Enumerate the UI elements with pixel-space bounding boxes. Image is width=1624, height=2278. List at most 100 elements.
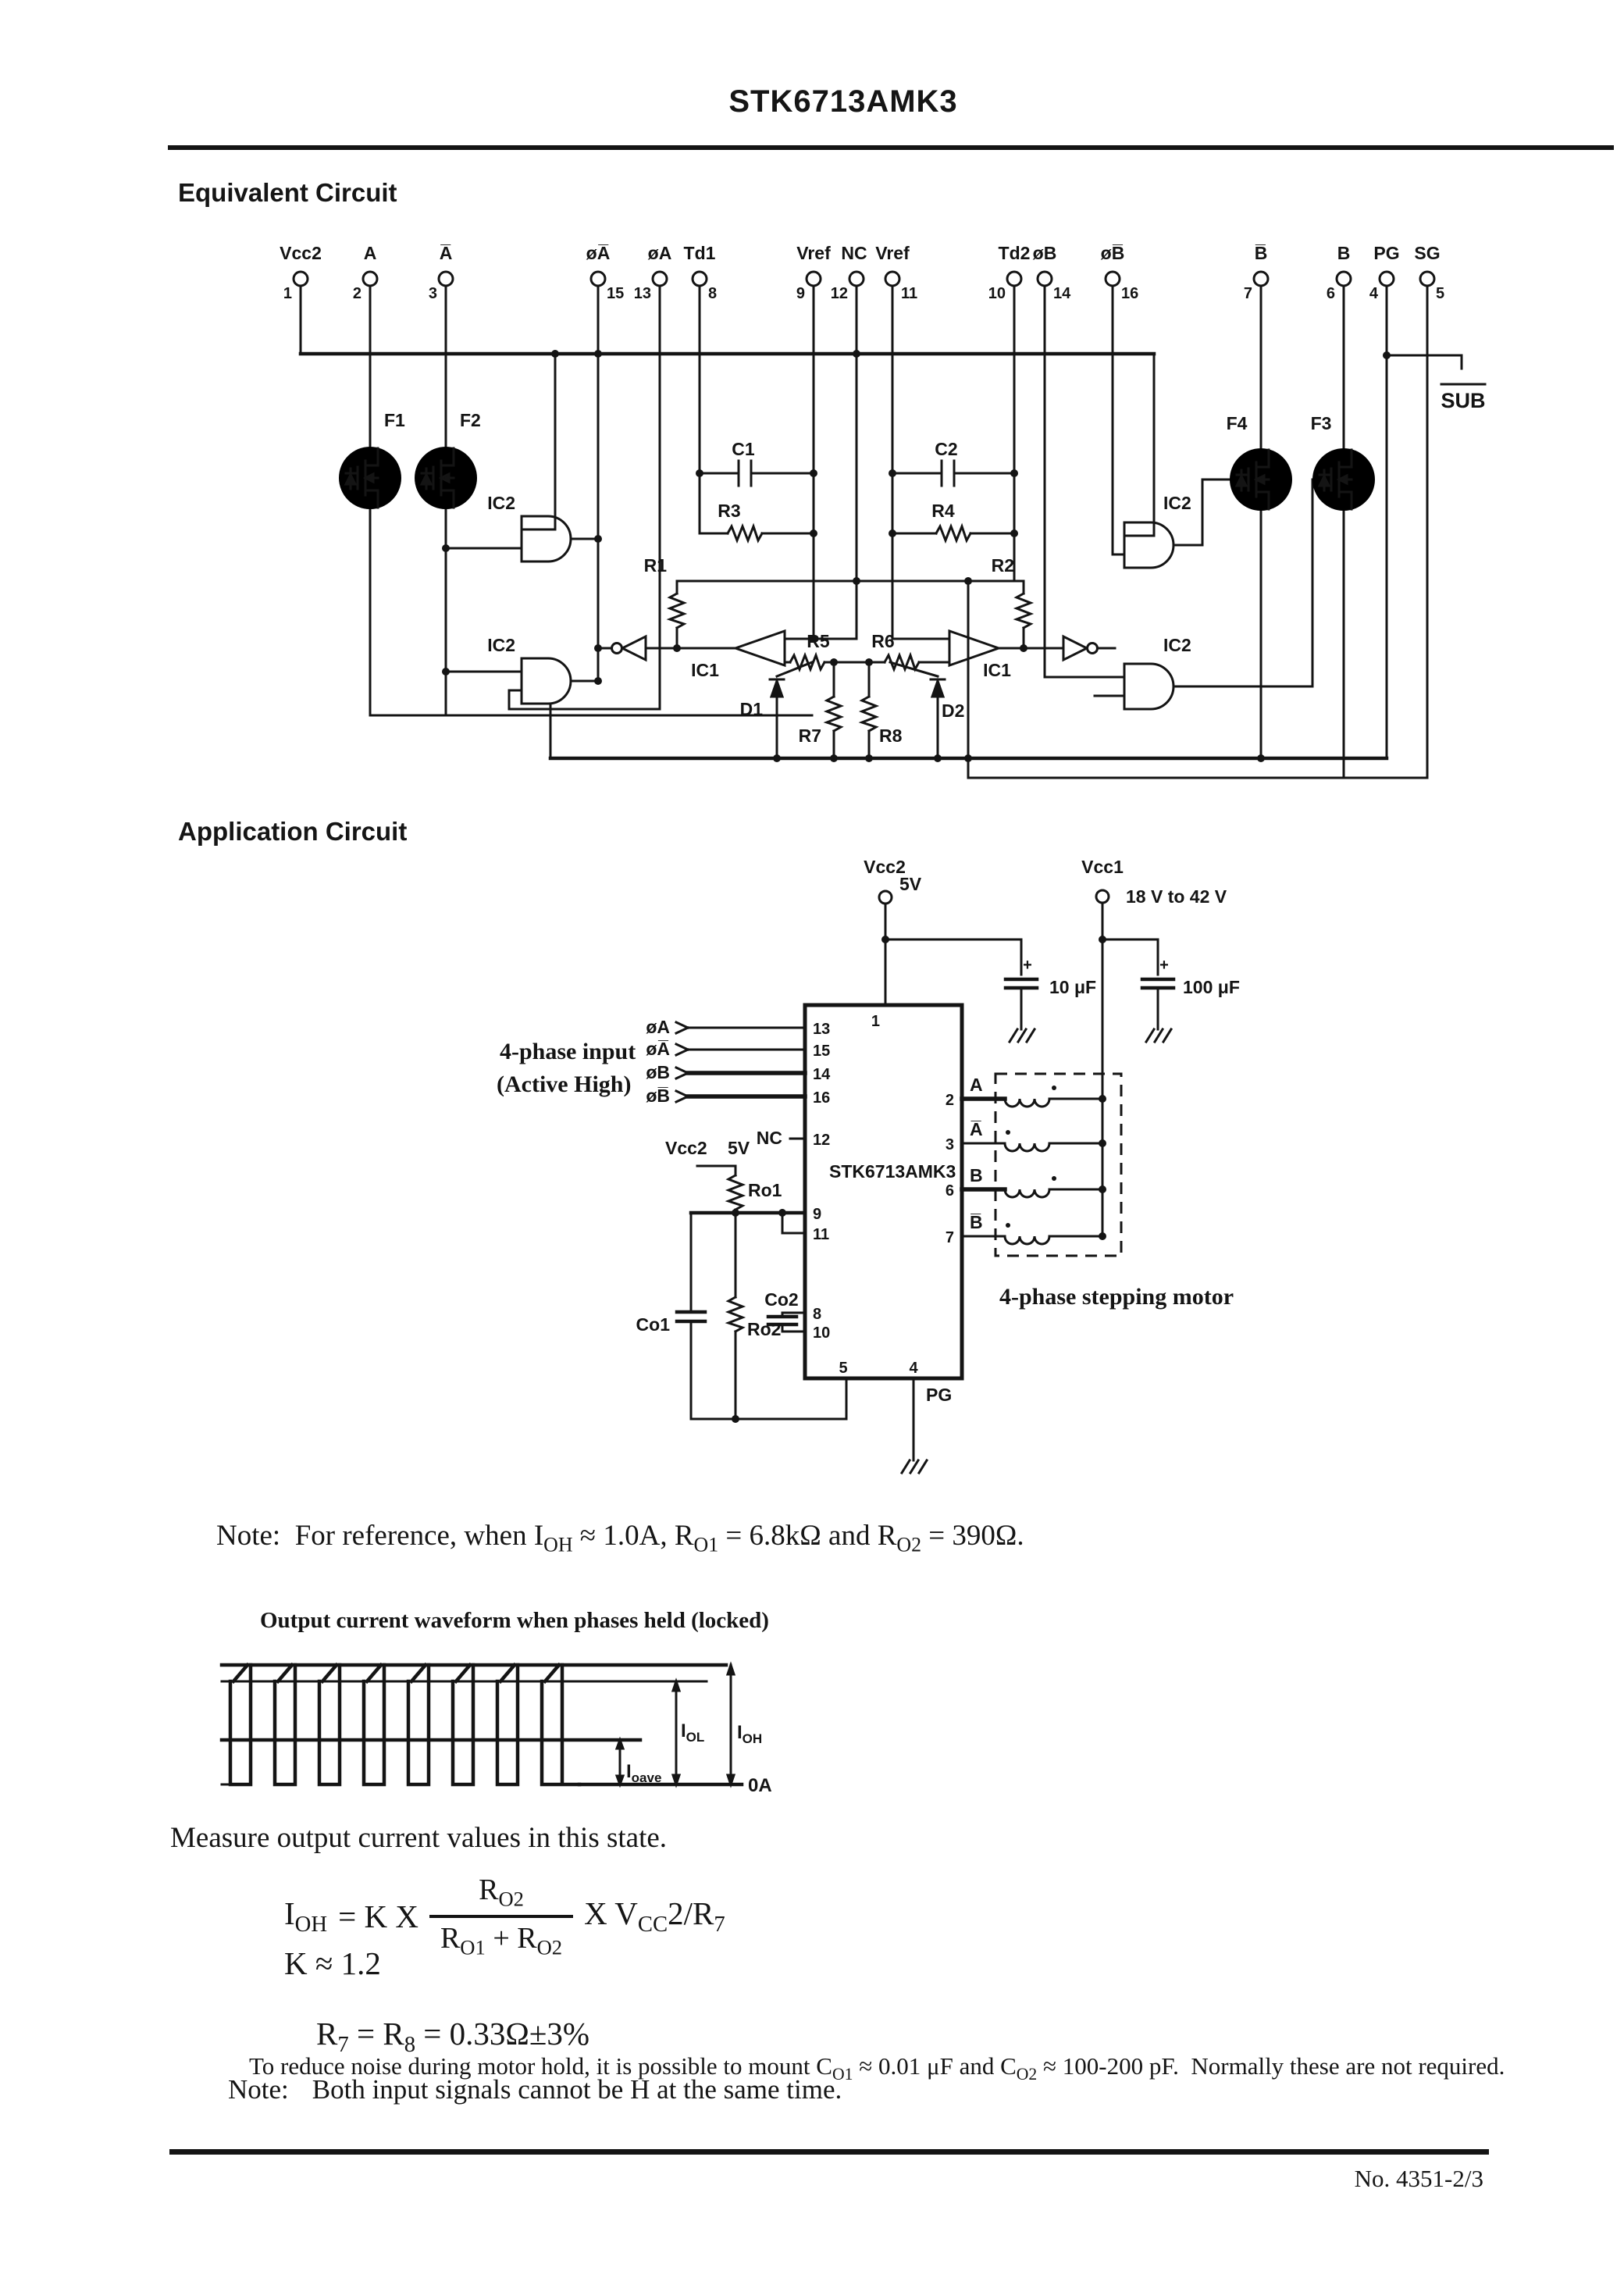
- ic2-ul-label: IC2: [487, 493, 515, 513]
- note-both-inputs: Note:Both input signals cannot be H at t…: [228, 2074, 842, 2105]
- app-vcc2-supply: Vcc2 5V + 10 μF: [864, 857, 1096, 1043]
- svg-text:2: 2: [946, 1092, 954, 1109]
- svg-text:B̅: B̅: [1255, 243, 1268, 263]
- svg-text:8: 8: [708, 285, 717, 302]
- svg-text:NC: NC: [757, 1128, 782, 1148]
- svg-text:øA̅: øA̅: [586, 243, 611, 263]
- svg-text:A̅: A̅: [970, 1119, 983, 1139]
- ic1-right-label: IC1: [983, 660, 1011, 680]
- vcc1-label: Vcc1: [1081, 857, 1124, 877]
- footer-rule: [169, 2149, 1489, 2155]
- eq-pin-b: B6: [1327, 243, 1352, 779]
- input-row-phi-bbar: øB̅16: [646, 1086, 830, 1107]
- output-row-a: 2A: [946, 1075, 1106, 1109]
- svg-text:NC: NC: [841, 243, 867, 263]
- svg-text:12: 12: [813, 1132, 830, 1149]
- r3-label: R3: [718, 501, 740, 521]
- eq-pin-phi-abar: øA̅ 15: [586, 243, 624, 683]
- comparator-right-icon: [948, 629, 1003, 668]
- svg-text:A̅: A̅: [440, 243, 453, 263]
- svg-text:øA: øA: [646, 1017, 670, 1037]
- svg-text:15: 15: [813, 1043, 830, 1060]
- section-heading-equivalent: Equivalent Circuit: [178, 178, 397, 207]
- iol-label: IOL: [681, 1720, 704, 1745]
- svg-text:7: 7: [946, 1229, 954, 1246]
- ic-pin1: 1: [871, 1013, 880, 1030]
- svg-text:PG: PG: [1373, 243, 1399, 263]
- c2-label: C2: [935, 439, 957, 459]
- svg-text:SG: SG: [1414, 243, 1440, 263]
- eq-pin-pg: PG 4: [1369, 243, 1400, 760]
- f1-label: F1: [384, 410, 405, 430]
- svg-text:3: 3: [429, 285, 437, 302]
- eq-pin-td1: Td1 8: [684, 243, 717, 535]
- diode-d1-icon: [769, 677, 785, 698]
- page-number: No. 4351-2/3: [1354, 2165, 1483, 2192]
- svg-text:15: 15: [607, 285, 624, 302]
- pin11: 11: [813, 1226, 829, 1243]
- motor-box: [994, 1072, 1123, 1257]
- ic-name: STK6713AMK3: [829, 1161, 956, 1182]
- svg-text:13: 13: [813, 1021, 830, 1038]
- svg-text:14: 14: [813, 1066, 831, 1083]
- svg-text:3: 3: [946, 1136, 954, 1153]
- vcc2-voltage: 5V: [899, 874, 922, 894]
- svg-text:14: 14: [1053, 285, 1071, 302]
- svg-text:4: 4: [1369, 285, 1379, 302]
- r2-label: R2: [992, 555, 1014, 576]
- output-row-b: 6B: [946, 1165, 1106, 1200]
- noise-note: To reduce noise during motor hold, it is…: [249, 2052, 1505, 2084]
- svg-text:øB: øB: [1033, 243, 1057, 263]
- motor-label: 4-phase stepping motor: [999, 1284, 1234, 1310]
- vcc2-label: Vcc2: [864, 857, 906, 877]
- r6-label: R6: [871, 631, 894, 651]
- cap1-value: 10 μF: [1049, 977, 1096, 997]
- svg-text:16: 16: [1121, 285, 1138, 302]
- svg-text:2: 2: [353, 285, 361, 302]
- nc-row: NC 12: [757, 1128, 830, 1149]
- sub-label: SUB: [1441, 389, 1485, 412]
- eq-pin-phi-bbar: øB̅ 16: [1101, 243, 1138, 556]
- input-row-phi-abar: øA̅ 15: [646, 1039, 830, 1060]
- d2-label: D2: [942, 701, 964, 721]
- input-subtitle: (Active High): [497, 1071, 631, 1097]
- header-rule: [168, 145, 1614, 150]
- vcc2b-voltage: 5V: [728, 1138, 750, 1158]
- ioh-label: IOH: [737, 1722, 762, 1746]
- svg-text:9: 9: [796, 285, 805, 302]
- zero-amp-label: 0A: [748, 1775, 772, 1796]
- r8-label: R8: [879, 725, 903, 746]
- comparator-left-icon: [732, 629, 786, 668]
- svg-text:øA: øA: [648, 243, 672, 263]
- pin8: 8: [813, 1306, 821, 1323]
- formula-r7r8: R7 = R8 = 0.33Ω±3%: [316, 2016, 590, 2058]
- vcc2b-label: Vcc2: [665, 1138, 707, 1158]
- svg-text:16: 16: [813, 1089, 830, 1107]
- svg-text:Vref: Vref: [796, 243, 831, 263]
- waveform-caption: Output current waveform when phases held…: [260, 1608, 769, 1633]
- cap2-value: 100 μF: [1183, 977, 1240, 997]
- svg-text:øB̅: øB̅: [1101, 243, 1125, 263]
- eq-junctions: [442, 350, 1391, 762]
- r1-label: R1: [644, 555, 668, 576]
- note1-text: Note: For reference, when I: [216, 1520, 544, 1552]
- eq-pin-sg: SG 5: [1414, 243, 1444, 779]
- ic2-ll-label: IC2: [487, 635, 515, 655]
- waveform-diagram: Output current waveform when phases held…: [219, 1608, 772, 1796]
- app-inputs: 4-phase input (Active High) øA 13 øA̅ 15 ø…: [497, 1017, 831, 1149]
- r7-label: R7: [799, 725, 821, 746]
- svg-text:øA̅: øA̅: [646, 1039, 670, 1059]
- inverter-left-icon: [619, 634, 647, 662]
- input-title: 4-phase input: [500, 1039, 636, 1064]
- svg-text:5: 5: [1436, 285, 1444, 302]
- co1-label: Co1: [636, 1314, 671, 1335]
- svg-text:1: 1: [283, 285, 292, 302]
- measure-text: Measure output current values in this st…: [170, 1822, 668, 1854]
- svg-text:B: B: [1337, 243, 1351, 263]
- svg-text:Td1: Td1: [684, 243, 716, 263]
- formula-fraction: RO2 RO1 + RO2: [429, 1873, 574, 1959]
